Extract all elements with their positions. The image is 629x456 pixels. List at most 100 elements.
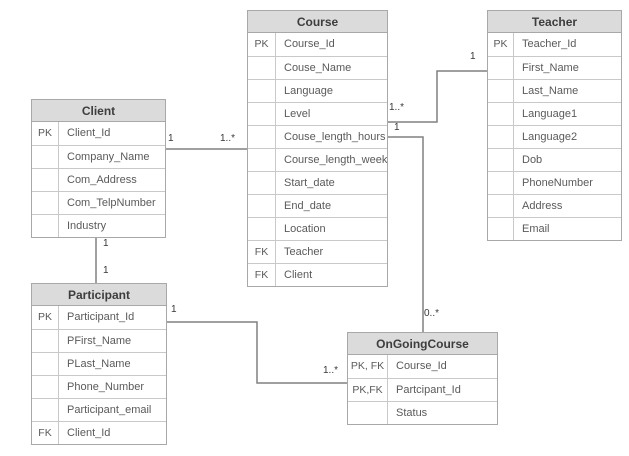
cardinality-label-course-ongoingcourse-to: 0..* [424,308,440,319]
field-cell: Teacher [276,240,387,263]
key-cell [32,375,59,398]
cardinality-label-course-teacher-from: 1..* [389,102,405,113]
entity-row: PLast_Name [32,352,166,375]
key-cell [32,168,59,191]
key-cell: PK,FK [348,378,388,401]
entity-row: Phone_Number [32,375,166,398]
entity-title: Teacher [488,11,621,33]
key-cell: PK, FK [348,355,388,378]
field-cell: Company_Name [59,145,165,168]
field-cell: Couse_length_hours [276,125,387,148]
field-cell: PLast_Name [59,352,166,375]
key-cell [32,398,59,421]
field-cell: Partcipant_Id [388,378,497,401]
field-cell: Phone_Number [59,375,166,398]
entity-row: PFirst_Name [32,329,166,352]
cardinality-label-participant-ongoingcourse-from: 1 [171,304,177,315]
key-cell [488,194,514,217]
key-cell [32,191,59,214]
field-cell: Course_length_weeks [276,148,387,171]
entity-row: Participant_email [32,398,166,421]
key-cell [248,148,276,171]
key-cell [248,79,276,102]
field-cell: Status [388,401,497,424]
cardinality-label-client-course-from: 1 [168,133,174,144]
entity-row: Location [248,217,387,240]
entity-row: Dob [488,148,621,171]
key-cell [348,401,388,424]
key-cell [488,217,514,240]
field-cell: End_date [276,194,387,217]
field-cell: PFirst_Name [59,329,166,352]
field-cell: Last_Name [514,79,621,102]
entity-row: Language [248,79,387,102]
entity-row: Company_Name [32,145,165,168]
cardinality-label-client-participant-to: 1 [103,265,109,276]
key-cell: FK [32,421,59,444]
entity-row: PhoneNumber [488,171,621,194]
field-cell: Language [276,79,387,102]
key-cell [488,79,514,102]
key-cell: PK [32,306,59,329]
field-cell: Client_Id [59,421,166,444]
entity-title: Participant [32,284,166,306]
field-cell: Email [514,217,621,240]
key-cell: PK [488,33,514,56]
entity-row: Com_Address [32,168,165,191]
key-cell [248,217,276,240]
field-cell: Start_date [276,171,387,194]
entity-row: First_Name [488,56,621,79]
entity-row: Couse_length_hours [248,125,387,148]
cardinality-label-client-participant-from: 1 [103,238,109,249]
entity-title: OnGoingCourse [348,333,497,355]
key-cell: PK [248,33,276,56]
field-cell: Course_Id [396,360,447,372]
field-cell: First_Name [514,56,621,79]
field-cell: Language1 [514,102,621,125]
entity-row: PK Teacher_Id [488,33,621,56]
field-cell: Com_Address [59,168,165,191]
relationship-line-participant-ongoingcourse [167,321,347,384]
cardinality-label-client-course-to: 1..* [220,133,236,144]
entity-row: Language1 [488,102,621,125]
key-cell [32,329,59,352]
entity-row: Start_date [248,171,387,194]
key-cell [32,352,59,375]
entity-title: Client [32,100,165,122]
key-cell [248,125,276,148]
field-cell: Participant_email [59,398,166,421]
entity-row: PK Participant_Id [32,306,166,329]
key-cell [32,145,59,168]
field-cell: Participant_Id [67,311,135,323]
entity-row: Level [248,102,387,125]
field-cell: Address [514,194,621,217]
key-cell [488,148,514,171]
key-cell: FK [248,263,276,286]
field-cell: Couse_Name [276,56,387,79]
field-cell: Teacher_Id [522,38,577,50]
key-cell [488,125,514,148]
cardinality-label-participant-ongoingcourse-to: 1..* [323,365,339,376]
field-cell: Client_Id [67,127,111,139]
relationship-line-course-teacher [388,70,487,123]
key-cell [488,56,514,79]
entity-row: PK, FK Course_Id [348,355,497,378]
entity-row: End_date [248,194,387,217]
entity-row: Language2 [488,125,621,148]
